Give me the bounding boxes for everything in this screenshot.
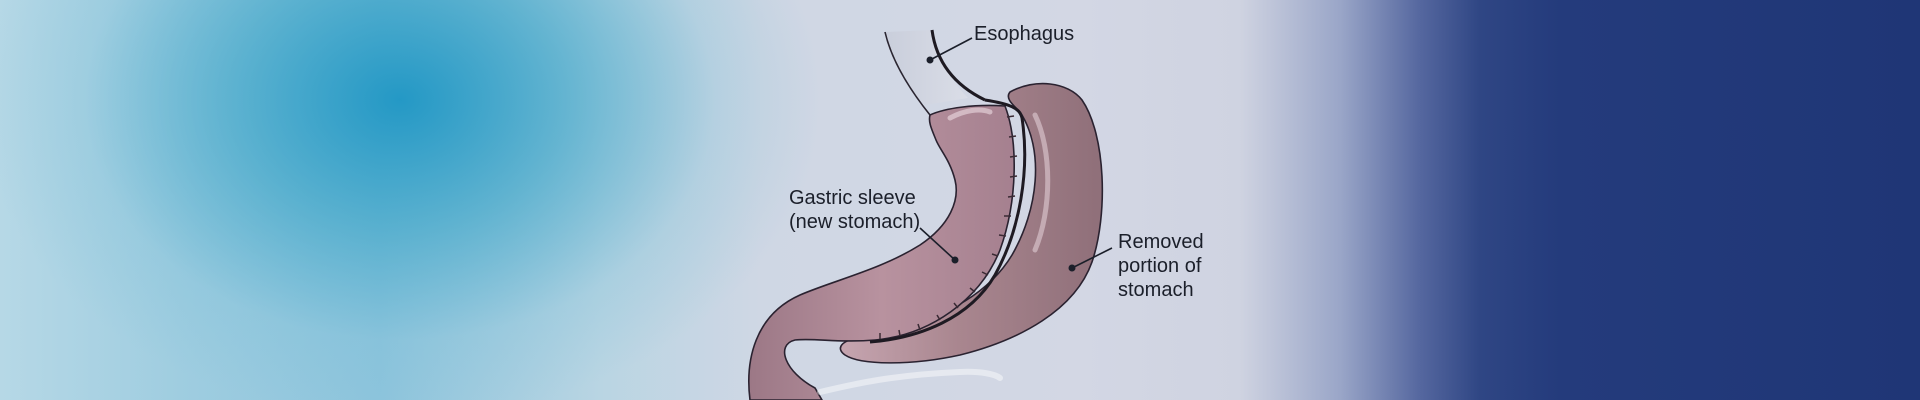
removed-portion-label-line3: stomach [1118,279,1194,301]
esophagus-leader-line [929,37,973,61]
removed-portion-label-line1: Removed [1118,231,1204,253]
staple-line [869,98,1027,344]
gastric-sleeve-label-line2: (new stomach) [789,211,921,233]
esophagus-tube [885,30,968,105]
sleeve-leader-dot [951,256,959,264]
esophagus-label-text: Esophagus [974,23,1075,45]
duodenum-edge [817,368,1003,395]
removed-stomach-highlight [1032,112,1051,253]
sleeve-leader-line [919,227,956,261]
removed-portion-label-line2: portion of [1118,255,1202,277]
gastric-sleeve-label: Gastric sleeve (new stomach) [789,186,920,234]
esophagus-right-edge [930,29,986,102]
removed-leader-line [1071,247,1113,269]
removed-stomach-shape [839,82,1104,364]
esophagus-leader-dot [926,56,934,64]
gastric-sleeve-highlight [947,107,993,121]
gastric-sleeve-shape [748,104,1016,400]
esophagus-label: Esophagus [974,22,1074,46]
gastric-sleeve-label-line1: Gastric sleeve [789,187,916,209]
staple-ticks [879,115,1018,339]
removed-leader-dot [1068,264,1076,272]
removed-portion-label: Removed portion of stomach [1118,230,1204,302]
esophagus-left-edge [884,31,931,116]
